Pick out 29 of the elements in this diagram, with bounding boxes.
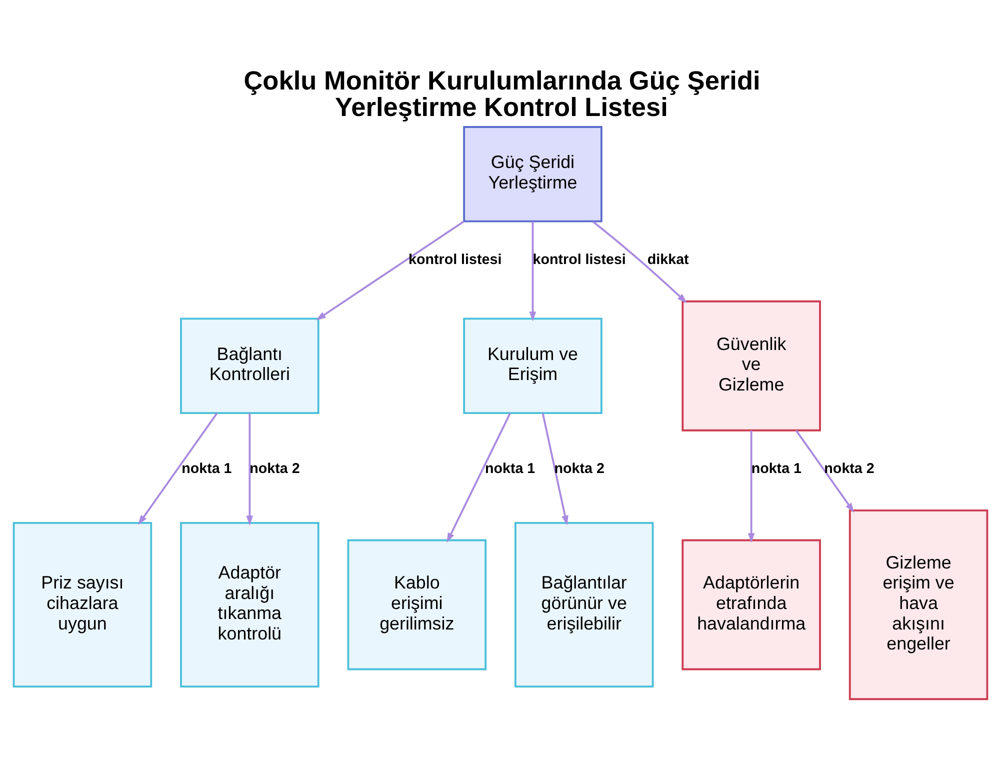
node-box: Gizleme erişim ve hava akışını engeller [848,508,988,700]
arrow [246,412,253,525]
node-box: Kurulum ve Erişim [462,317,602,414]
edge-label: nokta 1 [750,460,801,476]
node-box: Adaptör aralığı tıkanma kontrolü [180,521,319,688]
edge-label: nokta 2 [249,460,300,476]
edge-label: kontrol listesi [408,251,502,268]
edge-label: nokta 1 [484,460,535,476]
arrow [592,220,687,303]
edge-label: nokta 2 [554,460,604,476]
edge-label: dikkat [646,251,688,268]
edge-label: nokta 1 [181,460,232,476]
arrow [528,221,536,321]
arrow [541,412,568,525]
arrow [315,220,464,320]
arrow [794,429,854,512]
node-box: Adaptörlerin etrafında havalandırma [681,538,820,670]
node-box: Bağlantı Kontrolleri [180,317,319,414]
diagram-title: Çoklu Monitör Kurulumlarında Güç Şeridi Yerleştirme Kontrol Listesi [243,64,760,122]
node-box: Güvenlik ve Gizleme [681,300,820,431]
edge-label: kontrol listesi [532,251,626,268]
node-box: Kablo erişimi gerilimsiz [346,538,486,670]
node-box: Priz sayısı cihazlara uygun [12,521,152,688]
arrow [446,412,510,542]
node-box: Bağlantılar görünür ve erişilebilir [514,521,654,688]
edge-label: nokta 2 [824,460,874,476]
arrow [747,430,754,542]
arrow [138,412,218,524]
node-box: Güç Şeridi Yerleştirme [462,126,602,222]
